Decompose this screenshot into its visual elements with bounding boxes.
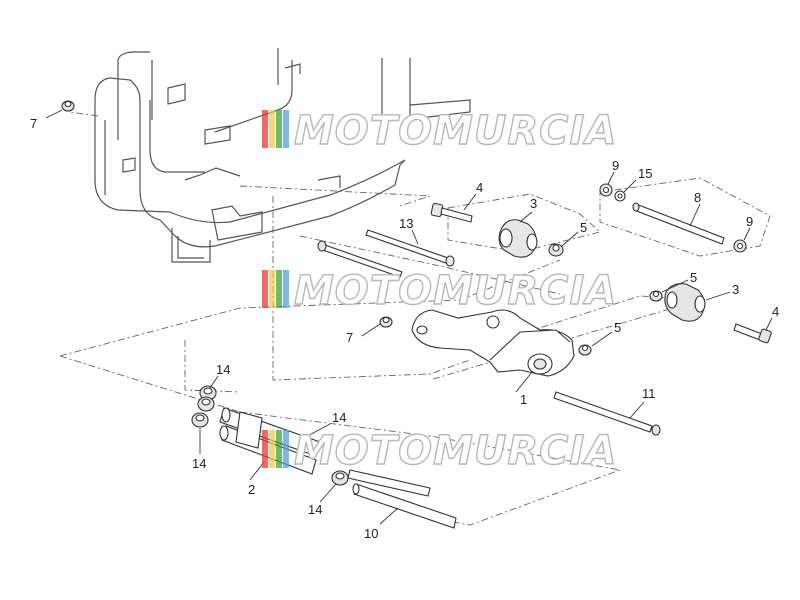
callout-14-d: 14: [308, 502, 322, 517]
washer-15: [614, 190, 626, 202]
callout-2: 2: [248, 482, 255, 497]
leader-lines: [45, 109, 773, 525]
tube-upper: [347, 469, 431, 497]
callout-5-lower: 5: [614, 320, 621, 335]
nut-5-right: [649, 290, 663, 302]
callout-15: 15: [638, 166, 652, 181]
nut-7-upper: [61, 100, 75, 112]
pin-8: [632, 202, 725, 245]
bolt-13: [365, 229, 455, 267]
bushing-14-c: [191, 412, 209, 428]
watermark-text: MOTOMURCIA: [294, 108, 617, 154]
bolt-11: [553, 391, 661, 436]
callout-10: 10: [364, 526, 378, 541]
watermark-stripe-yellow: [269, 110, 275, 148]
watermark-top: MOTOMURCIA: [262, 107, 617, 155]
callout-13: 13: [399, 216, 413, 231]
swing-arm-bracket-1: [411, 309, 575, 377]
callout-7-middle: 7: [346, 330, 353, 345]
watermark-stripe-blue: [283, 110, 289, 148]
watermark-middle: MOTOMURCIA: [262, 267, 617, 315]
silent-block-3-lower: [664, 283, 706, 322]
scooter-frame: [94, 48, 471, 263]
callout-5-upper: 5: [580, 220, 587, 235]
callout-5-right: 5: [690, 270, 697, 285]
washer-9-upper: [599, 183, 613, 197]
callout-3-lower: 3: [732, 282, 739, 297]
watermark-stripe-blue: [283, 270, 289, 308]
watermark-bottom: MOTOMURCIA: [262, 427, 617, 475]
watermark-stripe-red: [262, 110, 268, 148]
watermark-stripe-blue: [283, 430, 289, 468]
callout-9-lower: 9: [746, 214, 753, 229]
watermark-text: MOTOMURCIA: [294, 428, 617, 474]
callout-7-upper: 7: [30, 116, 37, 131]
callout-14-c: 14: [332, 410, 346, 425]
tube-10: [352, 483, 457, 529]
bushing-14-a: [199, 385, 217, 401]
callout-labels: 7 4 13 3 5 9 15 8 9 5 3 4 7 5 1 11 14 14…: [30, 116, 779, 541]
bushing-14-b: [197, 396, 215, 412]
callout-1: 1: [520, 392, 527, 407]
watermark-text: MOTOMURCIA: [294, 268, 617, 314]
bushing-14-d: [331, 470, 349, 486]
watermark-stripe-green: [276, 430, 282, 468]
callout-14-a: 14: [216, 362, 230, 377]
nut-5-upper: [548, 243, 564, 257]
watermark-stripe-red: [262, 430, 268, 468]
watermark-stripe-green: [276, 110, 282, 148]
callout-4-upper: 4: [476, 180, 483, 195]
bolt-4-upper: [430, 202, 473, 223]
nut-5-lower: [578, 344, 592, 356]
callout-4-right: 4: [772, 304, 779, 319]
bolt-4-right: [733, 323, 772, 344]
watermark-stripe-red: [262, 270, 268, 308]
nut-7-middle: [379, 316, 393, 328]
watermark-stripe-yellow: [269, 430, 275, 468]
watermark-stripe-yellow: [269, 270, 275, 308]
watermark-stripe-green: [276, 270, 282, 308]
callout-9-upper: 9: [612, 158, 619, 173]
callout-14-b: 14: [192, 456, 206, 471]
rod-upper-left: [317, 240, 403, 278]
callout-8: 8: [694, 190, 701, 205]
washer-9-lower: [733, 239, 747, 253]
silent-block-3-upper: [498, 219, 538, 258]
callout-3-upper: 3: [530, 196, 537, 211]
callout-11: 11: [642, 386, 656, 401]
